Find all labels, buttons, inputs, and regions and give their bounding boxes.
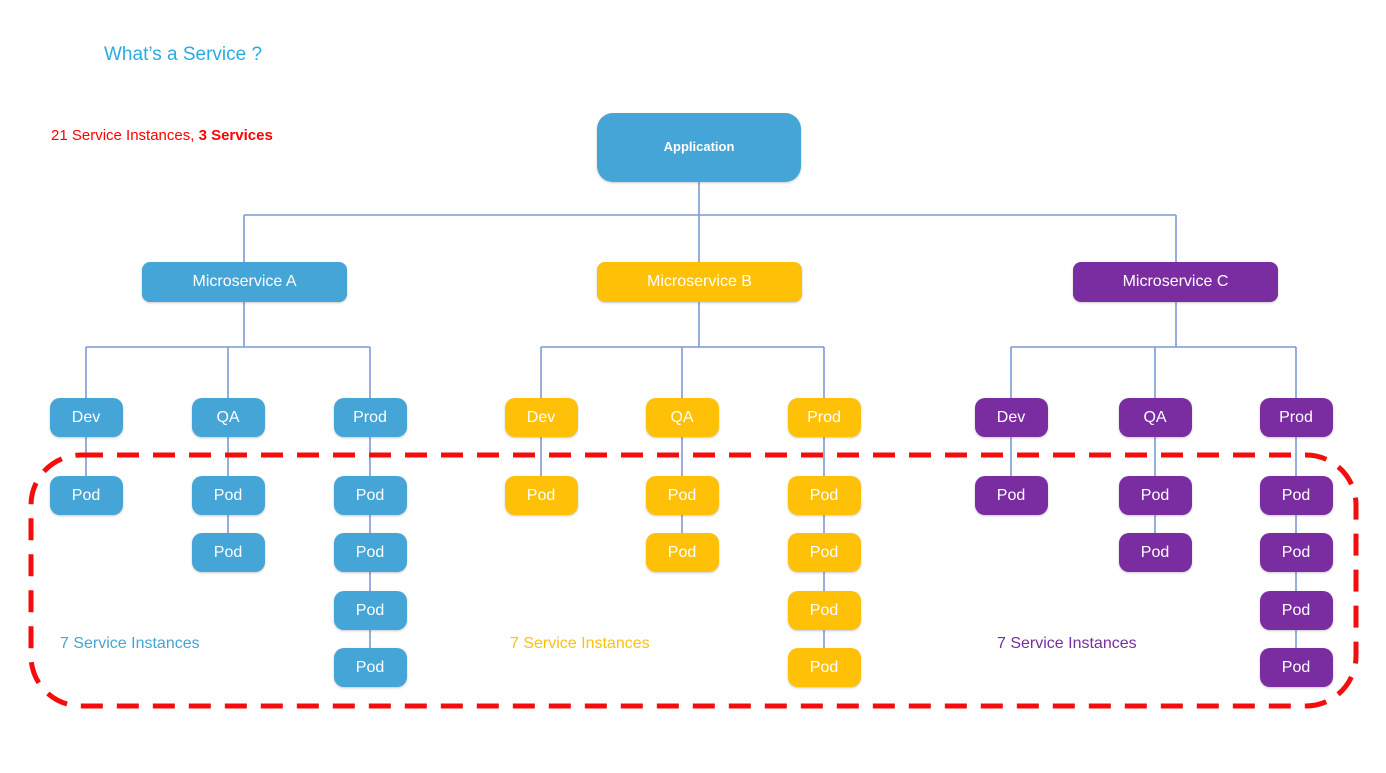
instance-summary: 21 Service Instances, 3 Services: [51, 127, 273, 144]
environment-node: Dev: [504, 398, 578, 437]
pod-node: Pod: [974, 476, 1048, 515]
environment-node: QA: [1118, 398, 1192, 437]
application-node: Application: [597, 113, 801, 182]
pod-node: Pod: [645, 476, 719, 515]
environment-node: Prod: [333, 398, 407, 437]
pod-node: Pod: [333, 648, 407, 687]
pods-boundary-dashed-box: [28, 452, 1359, 709]
environment-node: Dev: [974, 398, 1048, 437]
pod-node: Pod: [333, 476, 407, 515]
microservice-node: Microservice B: [597, 262, 802, 302]
microservice-node: Microservice C: [1073, 262, 1278, 302]
pod-node: Pod: [1118, 533, 1192, 572]
microservice-node: Microservice A: [142, 262, 347, 302]
pod-node: Pod: [333, 591, 407, 630]
environment-node: Prod: [1259, 398, 1333, 437]
pod-node: Pod: [504, 476, 578, 515]
instance-summary-services-count: 3 Services: [198, 127, 273, 144]
pod-node: Pod: [1259, 533, 1333, 572]
page-title: What’s a Service ?: [104, 44, 263, 65]
service-instances-label: 7 Service Instances: [510, 635, 650, 652]
pod-node: Pod: [333, 533, 407, 572]
environment-node: QA: [645, 398, 719, 437]
pod-node: Pod: [787, 591, 861, 630]
pod-node: Pod: [191, 533, 265, 572]
pod-node: Pod: [191, 476, 265, 515]
pod-node: Pod: [1118, 476, 1192, 515]
instance-summary-prefix: 21 Service Instances,: [51, 127, 199, 144]
pod-node: Pod: [1259, 648, 1333, 687]
pod-node: Pod: [1259, 476, 1333, 515]
environment-node: Dev: [49, 398, 123, 437]
pod-node: Pod: [645, 533, 719, 572]
environment-node: Prod: [787, 398, 861, 437]
service-instances-label: 7 Service Instances: [60, 635, 200, 652]
pod-node: Pod: [787, 648, 861, 687]
pod-node: Pod: [787, 476, 861, 515]
pod-node: Pod: [49, 476, 123, 515]
pod-node: Pod: [1259, 591, 1333, 630]
pod-node: Pod: [787, 533, 861, 572]
environment-node: QA: [191, 398, 265, 437]
service-instances-label: 7 Service Instances: [997, 635, 1137, 652]
